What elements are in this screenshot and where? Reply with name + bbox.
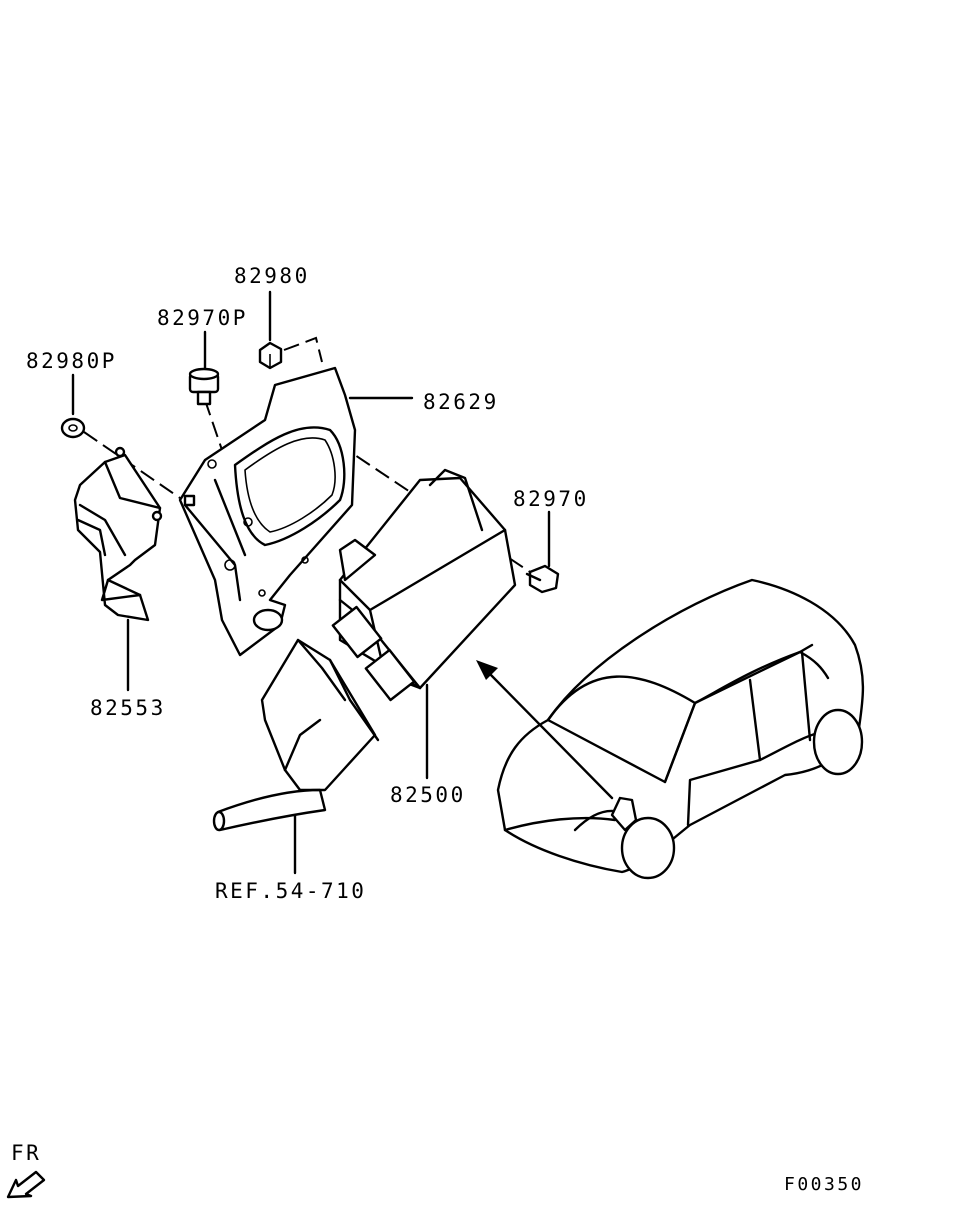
- nut-82980: [258, 341, 283, 370]
- figure-code: F00350: [784, 1174, 865, 1195]
- bracket-82629: [178, 366, 357, 657]
- label-82970p: 82970P: [157, 306, 248, 330]
- label-82970: 82970: [513, 487, 589, 511]
- front-direction-arrow-icon: [6, 1170, 46, 1199]
- label-82980p: 82980P: [26, 349, 117, 373]
- module-82500: [331, 468, 560, 702]
- label-fr: FR: [11, 1141, 42, 1165]
- label-82553: 82553: [90, 696, 166, 720]
- label-82980: 82980: [234, 264, 310, 288]
- harness-ref: [212, 638, 380, 832]
- label-82500: 82500: [390, 783, 466, 807]
- label-ref: REF.54-710: [215, 879, 367, 903]
- location-arrow: [476, 660, 614, 800]
- cover-82553: [73, 446, 163, 622]
- vehicle-outline: [496, 578, 865, 880]
- washer-82980p: [60, 417, 86, 439]
- leader-lines: [71, 290, 551, 875]
- label-82629: 82629: [423, 390, 499, 414]
- bolt-82970p: [188, 367, 220, 406]
